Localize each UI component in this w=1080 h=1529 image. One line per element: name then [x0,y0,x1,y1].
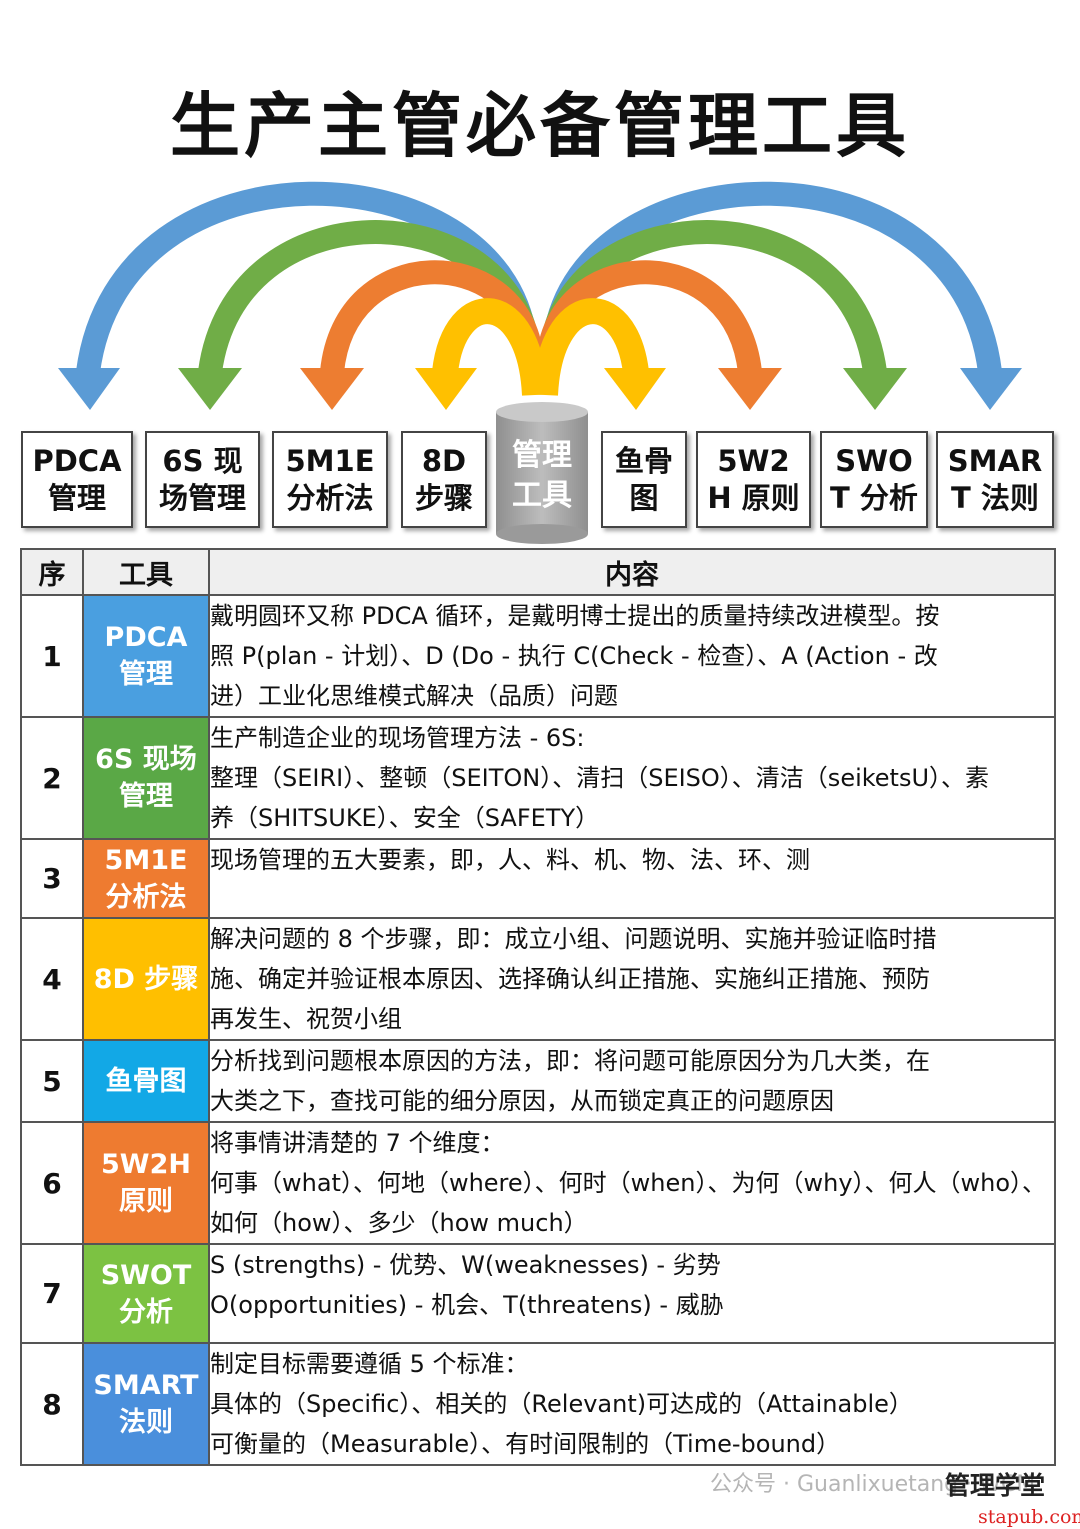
page-title: 生产主管必备管理工具 [170,84,910,167]
row-tool-5w2h: 5W2H 原则 [82,1121,210,1245]
watermark-brand: 管理学堂 [945,1471,1046,1500]
row-seq: 6 [20,1121,84,1245]
tool-box-fishbone: 鱼骨 图 [601,431,687,528]
row-tool-5m1e: 5M1E 分析法 [82,838,210,919]
tool-box-pdca: PDCA 管理 [21,431,133,528]
arrowhead-blue-left [58,368,120,410]
row-seq: 1 [20,594,84,718]
arrowhead-yellow-right [604,368,666,410]
table-header-row: 序 工具 内容 [20,548,1056,596]
tool-box-smart: SMAR T 法则 [936,431,1054,528]
table-row: 4 8D 步骤 解决问题的 8 个步骤，即：成立小组、问题说明、实施并验证临时措… [20,917,1056,1041]
table-row: 8 SMART 法则 制定目标需要遵循 5 个标准： 具体的（Specific）… [20,1342,1056,1466]
row-content: 分析找到问题根本原因的方法，即：将问题可能原因分为几大类，在 大类之下，查找可能… [208,1039,1056,1123]
arrowhead-orange-left [300,368,364,410]
row-seq: 8 [20,1342,84,1466]
table-row: 2 6S 现场 管理 生产制造企业的现场管理方法 - 6S: 整理（SEIRI）… [20,716,1056,840]
row-tool-8d: 8D 步骤 [82,917,210,1041]
tool-box-8d: 8D 步骤 [401,431,487,528]
table-row: 3 5M1E 分析法 现场管理的五大要素，即，人、料、机、物、法、环、测 [20,838,1056,919]
header-tool: 工具 [82,548,210,596]
center-cylinder-bottom [496,524,588,544]
row-seq: 2 [20,716,84,840]
watermark-text: 公众号 · Guanlixuetang · WCM [710,1472,1036,1497]
table-row: 1 PDCA 管理 戴明圆环又称 PDCA 循环，是戴明博士提出的质量持续改进模… [20,594,1056,718]
row-content: 将事情讲清楚的 7 个维度： 何事（what）、何地（where）、何时（whe… [208,1121,1056,1245]
center-label: 管理 工具 [512,438,572,513]
arrowhead-yellow-left [415,368,477,410]
arrowhead-orange-right [718,368,782,410]
arrowhead-blue-right [960,368,1022,410]
table-row: 5 鱼骨图 分析找到问题根本原因的方法，即：将问题可能原因分为几大类，在 大类之… [20,1039,1056,1123]
center-cylinder-top [496,402,588,422]
row-content: S (strengths) - 优势、W(weaknesses) - 劣势 O(… [208,1243,1056,1344]
arc-arrow-yellow-right [532,298,649,396]
row-tool-swot: SWOT 分析 [82,1243,210,1344]
tools-table: 序 工具 内容 1 PDCA 管理 戴明圆环又称 PDCA 循环，是戴明博士提出… [20,548,1056,1466]
tool-box-swot: SWO T 分析 [820,431,928,528]
site-url: stapub.com [978,1506,1080,1528]
row-content: 制定目标需要遵循 5 个标准： 具体的（Specific）、相关的（Releva… [208,1342,1056,1466]
row-tool-fishbone: 鱼骨图 [82,1039,210,1123]
row-seq: 4 [20,917,84,1041]
row-tool-6s: 6S 现场 管理 [82,716,210,840]
row-seq: 7 [20,1243,84,1344]
row-content: 现场管理的五大要素，即，人、料、机、物、法、环、测 [208,838,1056,919]
row-tool-pdca: PDCA 管理 [82,594,210,718]
tool-box-5m1e: 5M1E 分析法 [272,431,388,528]
row-seq: 3 [20,838,84,919]
table-row: 6 5W2H 原则 将事情讲清楚的 7 个维度： 何事（what）、何地（whe… [20,1121,1056,1245]
arrowhead-green-right [843,368,907,410]
arrowhead-green-left [178,368,242,410]
tool-box-6s: 6S 现 场管理 [145,431,260,528]
row-tool-smart: SMART 法则 [82,1342,210,1466]
header-seq: 序 [20,548,84,596]
center-cylinder [496,412,588,534]
arc-arrow-yellow-left [432,298,548,396]
row-seq: 5 [20,1039,84,1123]
row-content: 生产制造企业的现场管理方法 - 6S: 整理（SEIRI）、整顿（SEITON）… [208,716,1056,840]
row-content: 解决问题的 8 个步骤，即：成立小组、问题说明、实施并验证临时措 施、确定并验证… [208,917,1056,1041]
header-content: 内容 [208,548,1056,596]
arc-arrows-diagram [58,181,1022,544]
tool-box-5w2h: 5W2 H 原则 [696,431,811,528]
table-row: 7 SWOT 分析 S (strengths) - 优势、W(weaknesse… [20,1243,1056,1344]
row-content: 戴明圆环又称 PDCA 循环，是戴明博士提出的质量持续改进模型。按 照 P(pl… [208,594,1056,718]
